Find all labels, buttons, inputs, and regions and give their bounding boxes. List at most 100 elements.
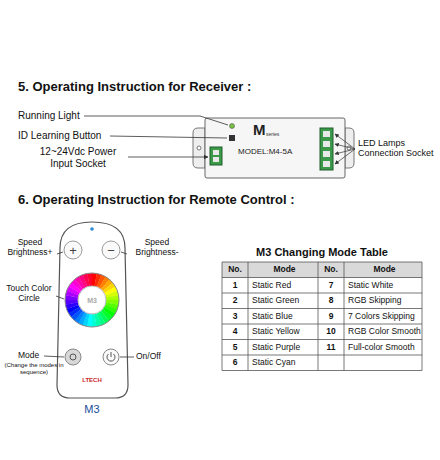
- leader-line: [335, 144, 355, 149]
- table-cell: Static White: [348, 281, 421, 291]
- button-mode: [65, 349, 81, 365]
- color-wheel-segment: [92, 314, 97, 327]
- table-rule: [222, 262, 223, 371]
- led-socket: [320, 128, 333, 170]
- color-wheel-segment: [87, 273, 92, 286]
- table-header: [222, 262, 422, 278]
- leader-line: [128, 157, 208, 158]
- button-minus: [102, 241, 120, 259]
- receiver-tab-right: [345, 128, 354, 168]
- leader-line: [121, 252, 127, 254]
- button-label: Mode: [18, 351, 39, 361]
- button-plus: [64, 241, 82, 259]
- color-wheel-segment: [106, 295, 119, 300]
- table-cell: 7 Colors Skipping: [348, 312, 421, 322]
- device-text: −: [107, 244, 115, 257]
- table-cell: 4: [222, 327, 248, 337]
- color-wheel-segment: [65, 300, 78, 305]
- screw: [323, 151, 330, 157]
- part-label: Running Light: [18, 110, 80, 122]
- leader-line: [56, 296, 64, 299]
- button-label: Speed Brightness-: [128, 238, 186, 258]
- screw: [323, 141, 330, 147]
- device-text: series: [266, 132, 279, 137]
- device-text: MODEL:M4-5A: [238, 148, 292, 156]
- table-cell: 10: [318, 327, 344, 337]
- leader-line: [120, 357, 134, 358]
- table-rule: [222, 370, 422, 371]
- mode-icon: [70, 354, 76, 360]
- table-title: M3 Changing Mode Table: [222, 246, 422, 259]
- receiver-body: [205, 118, 345, 178]
- table-rule: [222, 324, 422, 325]
- note: (Change the modes in sequence): [4, 362, 64, 376]
- button-label: Touch Color Circle: [3, 284, 55, 304]
- table-rule: [222, 308, 422, 309]
- button-label: On/Off: [136, 352, 161, 362]
- table-rule: [318, 262, 319, 371]
- table-rule: [222, 355, 422, 356]
- remote-body: [57, 222, 128, 398]
- device-text: +: [69, 244, 77, 257]
- table-rule: [344, 262, 345, 371]
- receiver-housing: MseriesMODEL:M4-5A: [193, 116, 357, 180]
- device-text: M: [253, 122, 266, 137]
- screw: [323, 131, 330, 137]
- color-wheel-center: [78, 286, 106, 314]
- table-cell: RGB Skipping: [348, 296, 421, 306]
- button-onoff: [103, 349, 119, 365]
- tab-hole: [197, 146, 201, 150]
- leader-line: [44, 356, 64, 357]
- receiver-tab-left: [193, 128, 205, 168]
- table-cell: Static Cyan: [252, 358, 317, 368]
- leader-line: [110, 136, 227, 138]
- device-text: LTECH: [82, 377, 102, 383]
- table-rule: [222, 262, 422, 263]
- table-cell: Full-color Smooth: [348, 343, 421, 353]
- leader-line: [335, 149, 355, 164]
- model-name: M3: [72, 403, 112, 416]
- screw: [213, 157, 219, 162]
- table-cell: 2: [222, 296, 248, 306]
- power-icon: [111, 352, 112, 357]
- table-cell: 11: [318, 343, 344, 353]
- leader-line: [57, 252, 63, 254]
- table-cell: 8: [318, 296, 344, 306]
- table-rule: [248, 262, 249, 371]
- table-rule: [222, 277, 422, 278]
- table-header-cell: No.: [318, 265, 344, 275]
- table-rule: [422, 262, 423, 371]
- color-wheel-rim: [65, 273, 119, 327]
- table-header-cell: Mode: [252, 265, 317, 275]
- table-header-cell: Mode: [348, 265, 421, 275]
- power-socket: [210, 147, 222, 165]
- table-cell: 6: [222, 358, 248, 368]
- remote-control: + − M3LTECH: [57, 222, 128, 398]
- table-cell: RGB Color Smooth: [348, 327, 421, 337]
- table-rule: [222, 293, 422, 294]
- device-text: M3: [87, 297, 97, 304]
- table-cell: Static Purple: [252, 343, 317, 353]
- table-cell: Static Green: [252, 296, 317, 306]
- part-label: LED Lamps Connection Socket: [358, 138, 438, 159]
- leader-line: [335, 134, 355, 149]
- table-cell: 1: [222, 281, 248, 291]
- table-cell: Static Yellow: [252, 327, 317, 337]
- table-cell: 5: [222, 343, 248, 353]
- section-heading: 5. Operating Instruction for Receiver :: [18, 80, 251, 95]
- table-rule: [222, 339, 422, 340]
- table-cell: 7: [318, 281, 344, 291]
- part-label: 12~24Vdc Power Input Socket: [30, 146, 126, 169]
- table-cell: 9: [318, 312, 344, 322]
- table-cell: Static Red: [252, 281, 317, 291]
- table-cell: Static Blue: [252, 312, 317, 322]
- leader-line: [84, 116, 228, 125]
- indicator: [90, 227, 94, 231]
- screw: [213, 150, 219, 155]
- button-label: Speed Brightness+: [3, 238, 57, 258]
- screw: [323, 161, 330, 167]
- id-button: [229, 135, 235, 141]
- table-cell: 3: [222, 312, 248, 322]
